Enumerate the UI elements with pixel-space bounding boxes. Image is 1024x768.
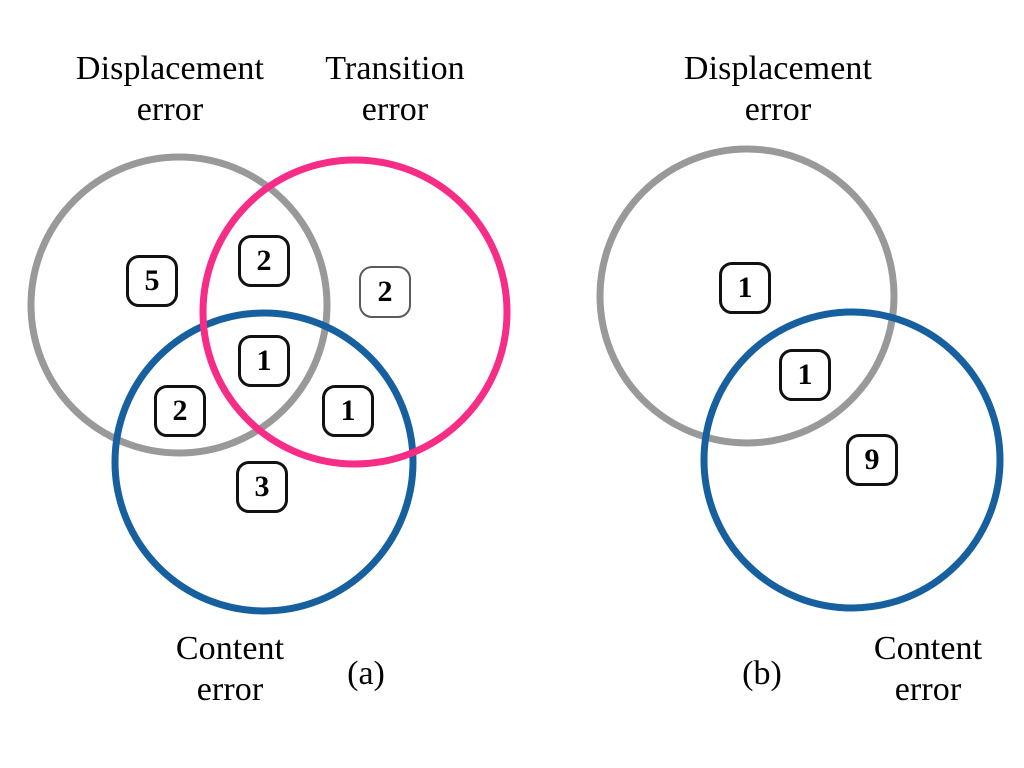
set-label-transition-panel-a: Transition error [325, 50, 465, 129]
set-label-content-panel-a: Content error [175, 630, 285, 709]
count-box-content-only-panel-a: 3 [236, 461, 288, 513]
count-box-all-three-panel-a: 1 [238, 335, 290, 387]
set-label-content-panel-b: Content error [873, 630, 983, 709]
set-label-displacement-panel-a: Displacement error [75, 50, 265, 129]
count-box-displacement-content-panel-b: 1 [779, 349, 831, 401]
count-box-transition-only-panel-a: 2 [359, 266, 411, 318]
set-label-displacement-panel-b: Displacement error [683, 50, 873, 129]
count-box-displacement-content-panel-a: 2 [154, 385, 206, 437]
count-box-transition-content-panel-a: 1 [322, 385, 374, 437]
panel-caption-b: (b) [742, 655, 782, 692]
panel-caption-a: (a) [347, 655, 385, 692]
count-box-displacement-transition-panel-a: 2 [238, 235, 290, 287]
count-box-content-only-panel-b: 9 [846, 434, 898, 486]
count-box-displacement-only-panel-b: 1 [719, 262, 771, 314]
count-box-displacement-only-panel-a: 5 [126, 255, 178, 307]
